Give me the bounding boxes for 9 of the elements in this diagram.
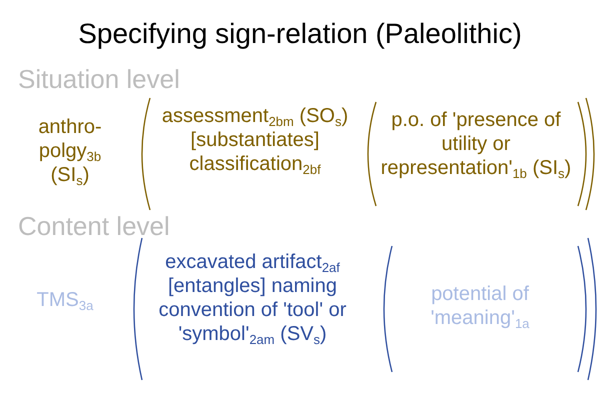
- sign-term: anthro-polgy$_{3b}$ (SI$_{s}$): [37, 115, 103, 187]
- sign-term: p.o. of 'presence of utility or representation'$_{1b}$ (SI$_{s}$): [380, 108, 572, 180]
- diagram-title: Specifying sign-relation (Paleolithic): [77, 18, 523, 50]
- sign-term: TMS$_{3a}$: [36, 288, 94, 312]
- level-heading: Situation level: [18, 64, 181, 94]
- sign-term: potential of 'meaning'$_{1a}$: [430, 282, 530, 330]
- level-heading: Content level: [18, 211, 171, 241]
- sign-term: excavated artifact$_{2af}$ [entangles] naming convention of 'tool' or 'symbol'$_{2am}$ (SV$_{s}$): [158, 250, 348, 346]
- sign-term: assessment$_{2bm}$ (SO$_{s}$) [substantiates] classification$_{2bf}$: [160, 104, 350, 176]
